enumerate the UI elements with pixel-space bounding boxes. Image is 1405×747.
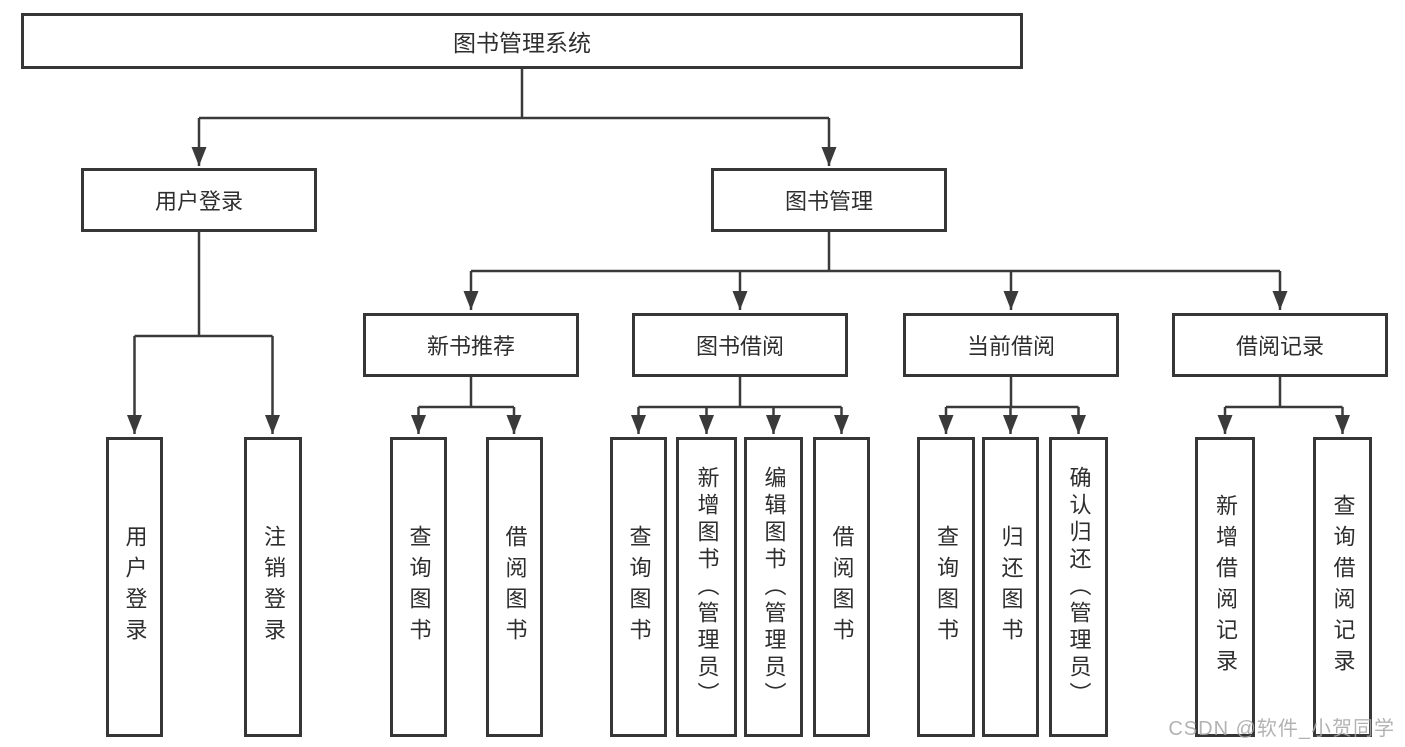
node-label: 用户登录 [154,189,243,214]
leaf-label: 查询图书 [406,525,432,649]
connector-borrow-record-children [1217,377,1350,434]
node-label: 新书推荐 [426,334,515,359]
connector-new-book-children [411,377,522,434]
leaf-return-book: 归还图书 [982,437,1039,737]
leaf-confirm-return-admin: 确认归还（管理员） [1049,437,1108,737]
node-label: 图书管理系统 [453,30,591,56]
leaf-borrow-book-2: 借阅图书 [813,437,870,737]
node-book-management: 图书管理 [711,168,947,232]
node-label: 图书管理 [784,189,873,214]
leaf-add-book-admin: 新增图书（管理员） [676,437,737,737]
node-user-login: 用户登录 [81,168,317,232]
leaf-edit-book-admin: 编辑图书（管理员） [744,437,803,737]
leaf-query-book-2: 查询图书 [610,437,667,737]
leaf-label: 归还图书 [998,525,1024,649]
leaf-query-book-3: 查询图书 [917,437,975,737]
leaf-user-login: 用户登录 [106,437,163,737]
leaf-label: 注销登录 [261,525,286,649]
node-current-borrow: 当前借阅 [903,313,1119,377]
leaf-add-borrow-record: 新增借阅记录 [1195,437,1255,737]
leaf-label: 查询图书 [626,525,652,649]
leaf-label: 用户登录 [122,525,148,649]
csdn-watermark: CSDN @软件_小贺同学 [1168,718,1395,740]
leaf-query-borrow-record: 查询借阅记录 [1313,437,1372,737]
node-borrow-record: 借阅记录 [1172,313,1388,377]
leaf-label: 确认归还（管理员） [1066,465,1092,709]
leaf-query-book-1: 查询图书 [390,437,447,737]
leaf-label: 查询借阅记录 [1330,494,1356,680]
leaf-label: 借阅图书 [829,525,855,649]
leaf-label: 查询图书 [934,525,959,649]
connector-current-borrow-children [938,377,1086,434]
leaf-logout: 注销登录 [244,437,302,737]
leaf-label: 编辑图书（管理员） [761,465,787,709]
node-label: 图书借阅 [695,334,784,359]
connector-book-borrow-children [631,377,849,434]
node-label: 当前借阅 [966,334,1055,359]
connector-root-to-level2 [191,69,837,166]
node-label: 借阅记录 [1235,334,1324,359]
node-system-root: 图书管理系统 [21,13,1023,69]
leaf-label: 借阅图书 [502,525,528,649]
node-book-borrow: 图书借阅 [632,313,848,377]
leaf-label: 新增借阅记录 [1213,494,1238,680]
connector-user-login-children [127,232,280,434]
leaf-borrow-book-1: 借阅图书 [486,437,543,737]
connector-book-mgmt-children [463,232,1288,310]
leaf-label: 新增图书（管理员） [694,465,720,709]
node-new-book-recommend: 新书推荐 [363,313,579,377]
